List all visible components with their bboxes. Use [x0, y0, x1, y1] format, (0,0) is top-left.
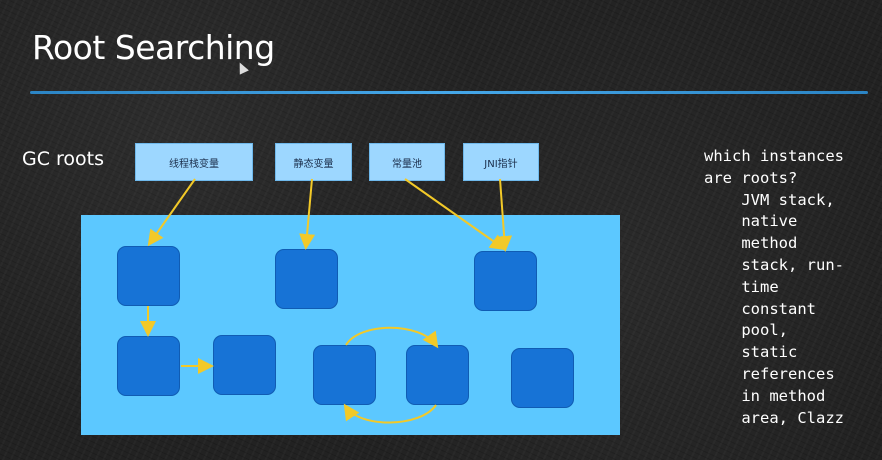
notes-answer-line: stack, run-: [741, 255, 844, 274]
slide-title: Root Searching: [32, 28, 275, 67]
root-box-thread-stack-variables: 线程栈变量: [135, 143, 253, 181]
heap-object: [213, 335, 276, 395]
heap-object: [313, 345, 376, 405]
root-box-constant-pool: 常量池: [369, 143, 445, 181]
gc-roots-label: GC roots: [22, 148, 105, 170]
heap-object: [474, 251, 537, 311]
notes-question-line: are roots?: [704, 168, 798, 187]
notes-text: which instances are roots? JVM stack, na…: [704, 146, 844, 429]
notes-answer-line: pool,: [741, 321, 788, 340]
root-box-jni-pointer: JNI指针: [463, 143, 539, 181]
heap-object: [275, 249, 338, 309]
notes-question-line: which instances: [704, 147, 844, 165]
notes-answer-line: constant: [741, 299, 816, 318]
notes-answer-line: area, Clazz: [741, 408, 844, 427]
heap-object: [511, 348, 574, 408]
notes-answer-line: in method: [741, 386, 826, 405]
notes-answer-line: time: [741, 277, 779, 296]
notes-answer-line: JVM stack,: [741, 190, 835, 209]
heap-object: [406, 345, 469, 405]
notes-answer-line: method: [741, 234, 798, 253]
notes-answer-line: native: [741, 212, 798, 231]
heap-object: [117, 336, 180, 396]
notes-answer-line: static: [741, 343, 798, 362]
root-box-static-variables: 静态变量: [275, 143, 352, 181]
heap-object: [117, 246, 180, 306]
title-divider: [30, 91, 868, 94]
notes-answer-line: references: [741, 364, 835, 383]
